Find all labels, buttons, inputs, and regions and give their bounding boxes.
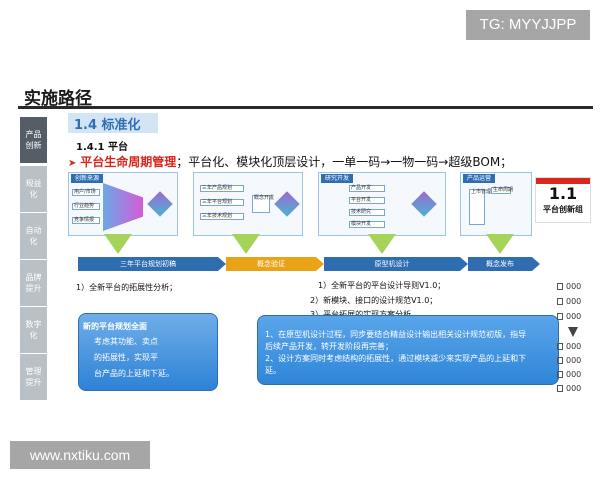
code-item: 000 — [557, 282, 581, 291]
lifecycle-text: ；平台化、模块化顶层设计，一单一码→一物一码→超级BOM； — [176, 155, 513, 169]
phase-arrow-icon — [218, 257, 226, 271]
stage-item: 概念开发 — [252, 195, 274, 213]
barcode-icon — [557, 343, 563, 350]
card-line: 考虑其功能、卖点 — [94, 337, 158, 346]
section-header-bg — [68, 113, 158, 133]
phase-arrow-icon — [316, 257, 324, 271]
barcode-icon — [557, 385, 563, 392]
code-item: 000 — [557, 356, 581, 365]
stage-item: 上市管理 — [469, 189, 491, 225]
phase-concept-validation: 概念验证 — [226, 257, 316, 271]
sidebar-item-standardization[interactable]: 规益化 — [20, 166, 47, 212]
desc-line: 延。 — [265, 366, 281, 375]
diamond-icon — [147, 191, 173, 217]
diamond-icon — [411, 191, 437, 217]
lifecycle-bullet: ➤ 平台生命周期管理；平台化、模块化顶层设计，一单一码→一物一码→超级BOM； — [68, 153, 512, 170]
barcode-icon — [557, 313, 563, 320]
stage-title: 创新来源 — [71, 174, 104, 183]
arrow-bullet-icon: ➤ — [68, 158, 77, 169]
section-title: 1.4 标准化 — [74, 118, 141, 133]
code-item: 000 — [557, 370, 581, 379]
phase-concept-release: 概念发布 — [468, 257, 532, 271]
left-note-1: 1）全新平台的拓展性分析； — [76, 283, 178, 292]
sidebar-item-label: 自动化 — [25, 226, 42, 246]
phase-prototype: 原型机设计 — [324, 257, 460, 271]
sidebar-item-management[interactable]: 管理提升 — [20, 354, 47, 400]
desc-line: 2、设计方案同时考虑结构的拓展性，通过模块减少来实现产品的上延和下 — [265, 354, 527, 363]
card-line: 台产品的上延和下延。 — [94, 369, 174, 378]
stage-item: 三年产品规划 — [200, 185, 244, 192]
stage-item: 产品开发 — [349, 185, 385, 192]
sidebar-item-digital[interactable]: 数字化 — [20, 307, 47, 353]
platform-plan-card — [78, 313, 218, 391]
stage-rnd: 研究开发 产品开发 平台开发 技术研究 模块开发 — [318, 172, 446, 236]
watermark-telegram: TG: MYYJJPP — [466, 10, 590, 40]
code-item: 000 — [557, 342, 581, 351]
stage-item: 竞争情报 — [72, 217, 100, 224]
sidebar-item-label: 品牌提升 — [25, 273, 42, 293]
sidebar-item-brand[interactable]: 品牌提升 — [20, 260, 47, 306]
stage-item: 技术研究 — [349, 209, 385, 216]
title-divider — [18, 106, 593, 109]
barcode-icon — [557, 283, 563, 290]
card-line: 的拓展性，实现平 — [94, 353, 158, 362]
sidebar-item-label: 产品创新 — [25, 130, 42, 150]
stage-item: 行业趋势 — [72, 203, 100, 210]
stage-item: 平台开发 — [349, 197, 385, 204]
mid-note-1: 1）全新平台的平台设计导则V1.0； — [318, 281, 446, 290]
team-badge: 1.1 平台创新组 — [535, 177, 591, 223]
stage-item: 三年平台规划 — [200, 199, 244, 206]
code-item: 000 — [557, 297, 581, 306]
barcode-icon — [557, 357, 563, 364]
green-arrow-icon — [232, 234, 260, 254]
sidebar-item-label: 数字化 — [25, 320, 42, 340]
desc-line: 1、在原型机设计过程，同步要结合精益设计输出相关设计规范初版，指导 — [265, 330, 527, 339]
green-arrow-icon — [104, 234, 132, 254]
phase-planning: 三年平台规划初稿 — [78, 257, 218, 271]
diamond-icon — [274, 191, 300, 217]
subsection-title: 1.4.1 平台 — [76, 142, 128, 153]
stage-operations: 产品运营 上市管理 生命周期 — [460, 172, 532, 236]
page-title: 实施路径 — [24, 89, 92, 109]
code-item: 000 — [557, 312, 581, 321]
desc-line: 后续产品开发，转开发阶段再完善； — [265, 342, 393, 351]
calendar-binding-icon — [536, 178, 590, 184]
green-arrow-icon — [486, 234, 514, 254]
stage-item: 生命周期 — [491, 187, 514, 194]
barcode-icon — [557, 298, 563, 305]
design-description-box — [257, 315, 559, 385]
team-number: 1.1 — [548, 184, 578, 203]
green-arrow-icon — [368, 234, 396, 254]
sidebar-item-product-innovation[interactable]: 产品创新 — [20, 117, 47, 163]
sidebar-item-label: 管理提升 — [25, 367, 42, 387]
stage-item: 三年技术规划 — [200, 213, 244, 220]
funnel-graphic — [103, 183, 143, 231]
down-arrow-icon — [568, 327, 578, 337]
stage-item: 模块开发 — [349, 221, 385, 228]
stage-item: 用户/市场 — [72, 189, 100, 196]
lifecycle-highlight: 平台生命周期管理 — [80, 155, 177, 169]
stage-innovation-source: 创新来源 用户/市场 行业趋势 竞争情报 — [68, 172, 178, 236]
watermark-url: www.nxtiku.com — [10, 441, 150, 469]
barcode-icon — [557, 371, 563, 378]
stage-planning: 三年产品规划 三年平台规划 三年技术规划 概念开发 — [193, 172, 303, 236]
phase-arrow-icon — [460, 257, 468, 271]
stage-title: 研究开发 — [321, 174, 354, 183]
phase-arrow-icon — [532, 257, 540, 271]
mid-note-2: 2）新模块、接口的设计规范V1.0； — [310, 296, 438, 305]
stage-title: 产品运营 — [463, 174, 496, 183]
code-item: 000 — [557, 384, 581, 393]
mid-note-3: 3）平台拓展的实现方案分析。 — [310, 309, 419, 320]
sidebar-item-label: 规益化 — [25, 179, 42, 199]
sidebar-item-automation[interactable]: 自动化 — [20, 213, 47, 259]
team-name: 平台创新组 — [543, 205, 583, 214]
card-title: 新的平台规划全面 — [83, 322, 147, 331]
